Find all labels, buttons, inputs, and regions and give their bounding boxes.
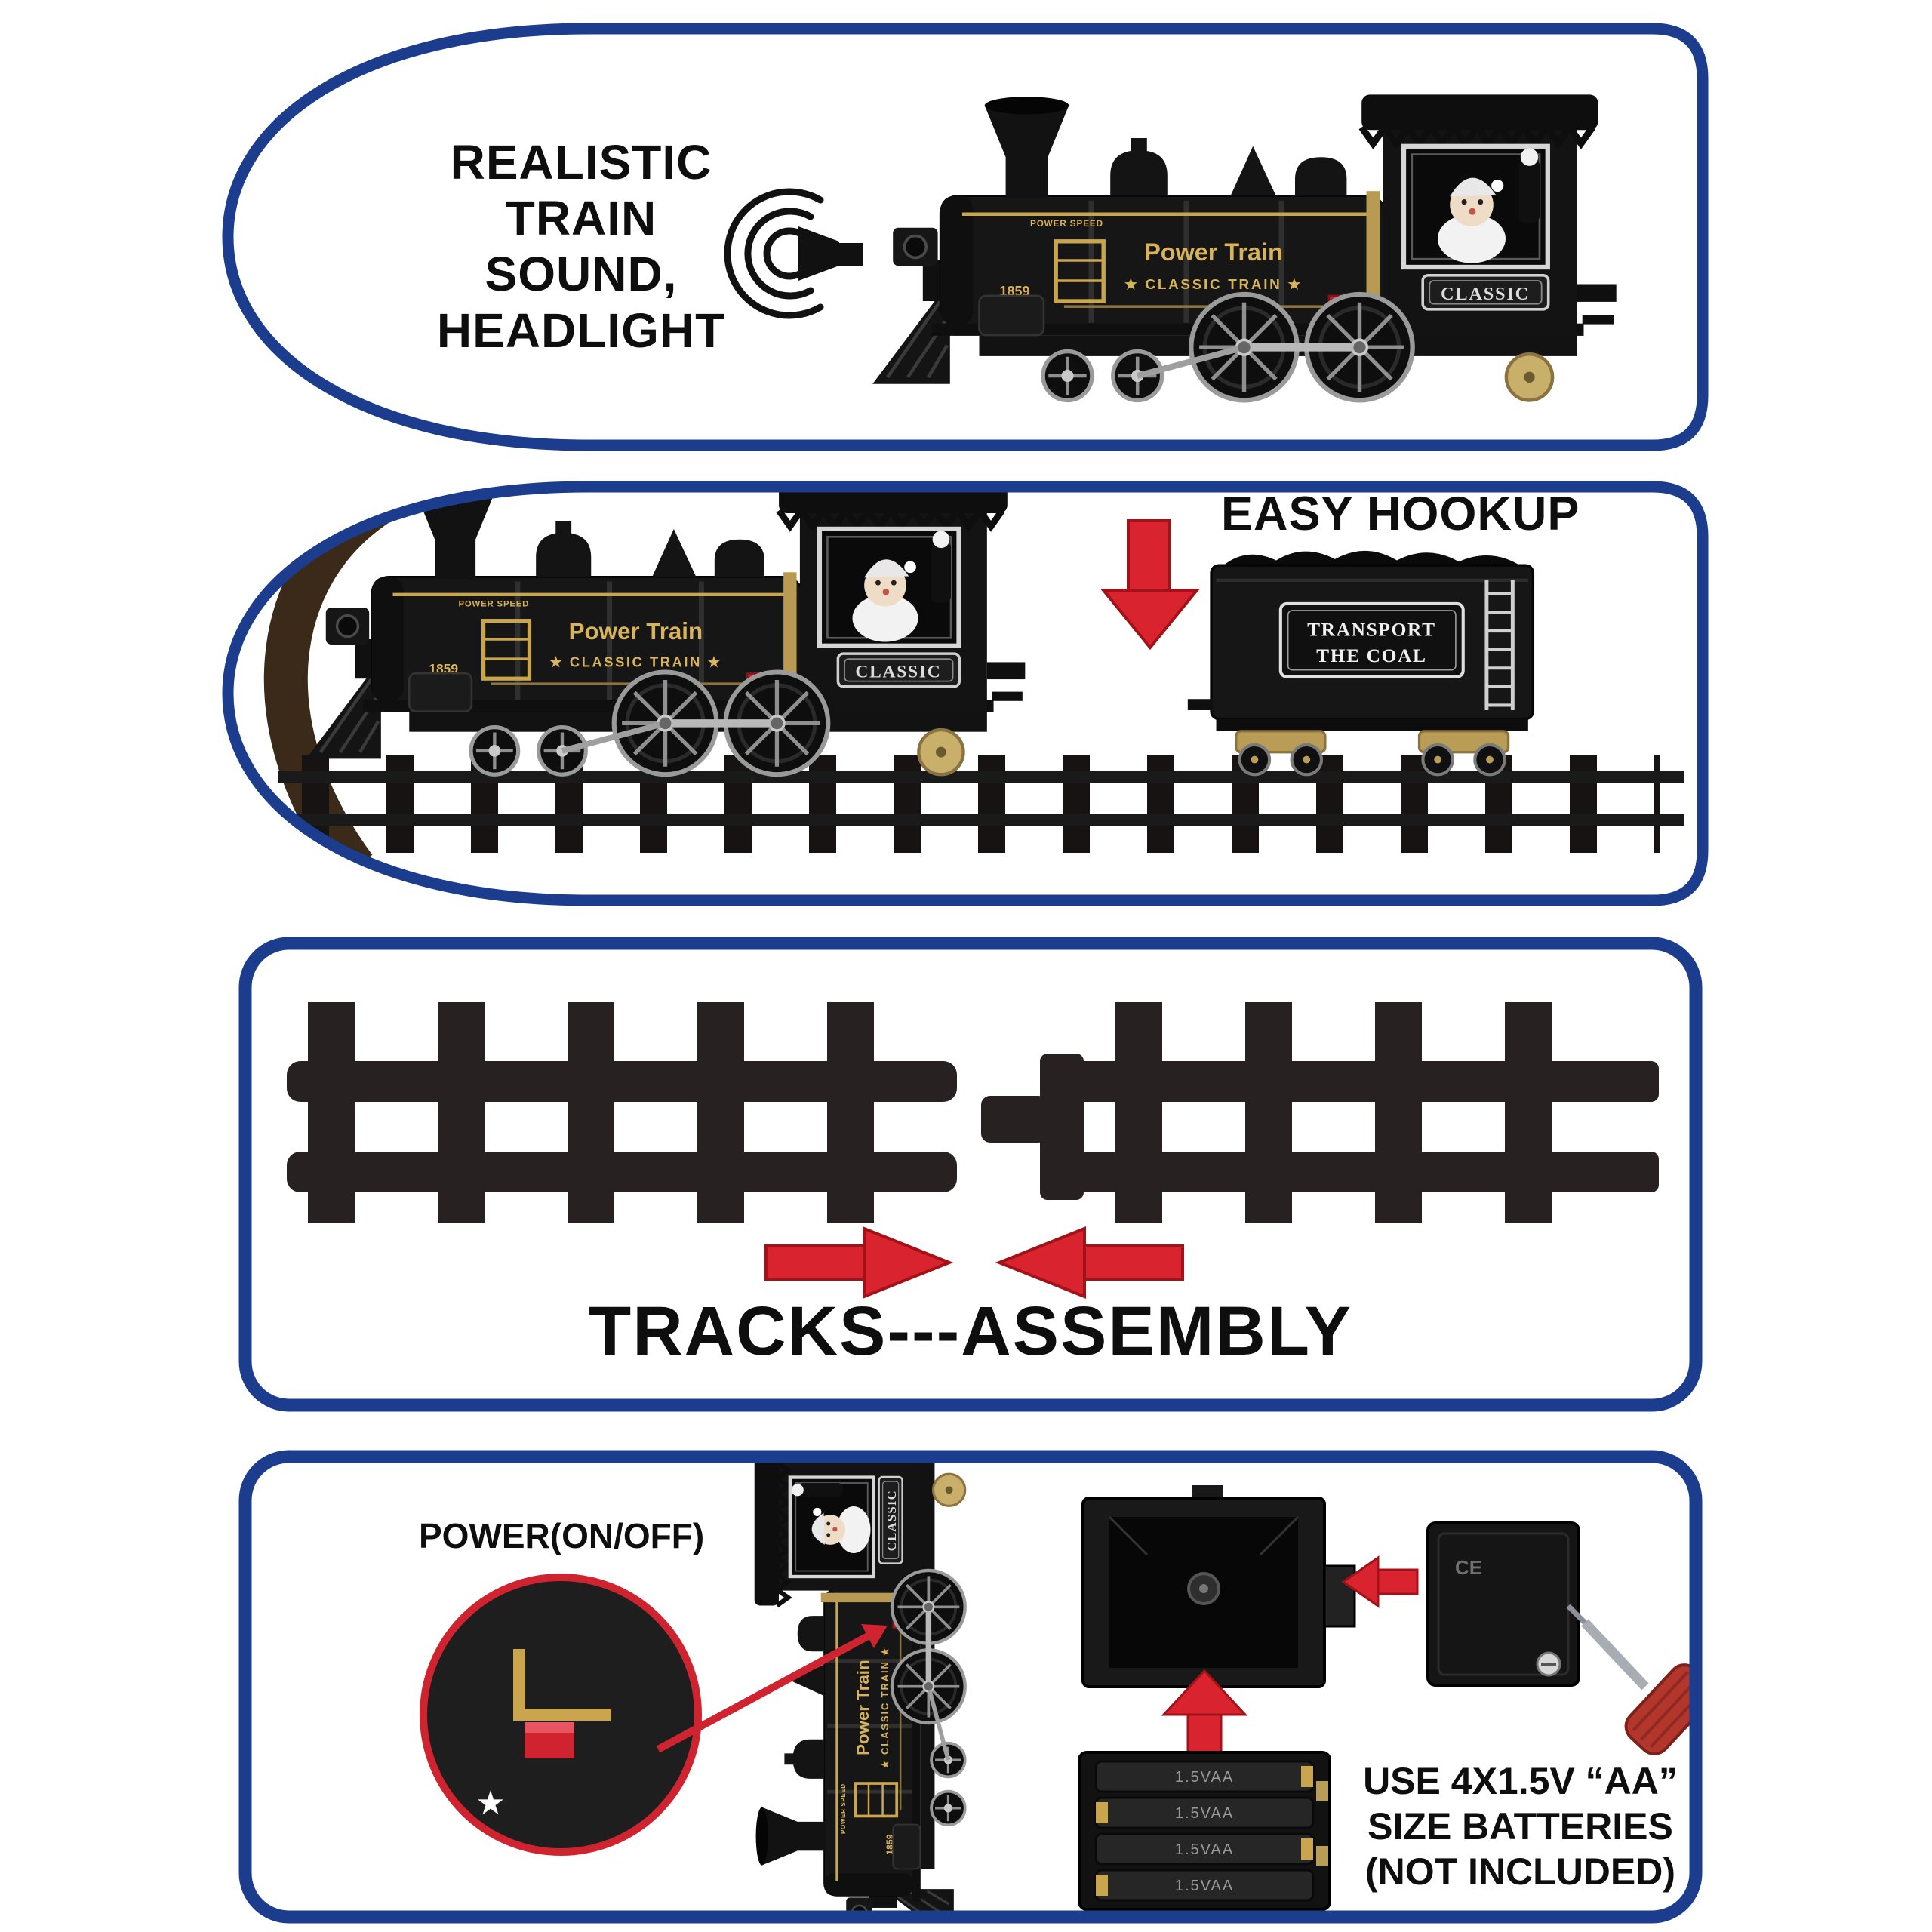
panel3-border xyxy=(238,937,1703,1412)
panel-easy-hookup xyxy=(222,481,1709,906)
screwdriver-icon[interactable] xyxy=(1566,1604,1719,1760)
power-switch-pointer-arrow xyxy=(656,1624,888,1753)
battery-holder[interactable]: 1.5VAA 1.5VAA 1.5VAA 1.5VAA xyxy=(1078,1751,1331,1911)
star-mark: ★ xyxy=(475,1785,505,1822)
battery-4-label: 1.5VAA xyxy=(1175,1878,1234,1894)
battery-compartment[interactable] xyxy=(1081,1485,1356,1688)
horn-icon xyxy=(798,226,863,281)
track-join-arrow-left xyxy=(995,1226,1184,1299)
panel1-border xyxy=(222,23,1709,451)
track-connector-tab xyxy=(981,1096,1048,1143)
panel-battery-install: ★ xyxy=(238,1450,1719,1924)
cover-ce-mark: CE xyxy=(1455,1556,1482,1579)
panel4-border xyxy=(238,1450,1703,1924)
hookup-arrow-icon xyxy=(1100,519,1201,651)
battery-3-label: 1.5VAA xyxy=(1175,1841,1234,1858)
panel3-caption: TRACKS---ASSEMBLY xyxy=(589,1293,1352,1370)
battery-note: USE 4X1.5V “AA” SIZE BATTERIES (NOT INCL… xyxy=(1363,1760,1678,1893)
battery-up-arrow-icon xyxy=(1161,1669,1248,1758)
power-label: POWER(ON/OFF) xyxy=(419,1516,705,1555)
battery-cover[interactable]: CE xyxy=(1426,1521,1580,1687)
panel-realistic-sound xyxy=(222,23,1709,451)
battery-2-label: 1.5VAA xyxy=(1175,1805,1234,1822)
cover-arrow-icon xyxy=(1341,1555,1419,1608)
battery-1-label: 1.5VAA xyxy=(1175,1769,1234,1786)
panel2-border xyxy=(222,481,1709,906)
track-piece-right[interactable] xyxy=(981,1002,1659,1223)
power-switch-magnifier: ★ xyxy=(420,1574,702,1856)
panel2-caption: EASY HOOKUP xyxy=(1221,488,1580,540)
panel-tracks-assembly xyxy=(238,937,1703,1412)
sound-waves-icon xyxy=(724,188,824,319)
panel1-caption: REALISTIC TRAIN SOUND, HEADLIGHT xyxy=(436,135,726,358)
track-join-arrow-right xyxy=(764,1226,954,1299)
track-piece-left[interactable] xyxy=(287,1002,957,1223)
